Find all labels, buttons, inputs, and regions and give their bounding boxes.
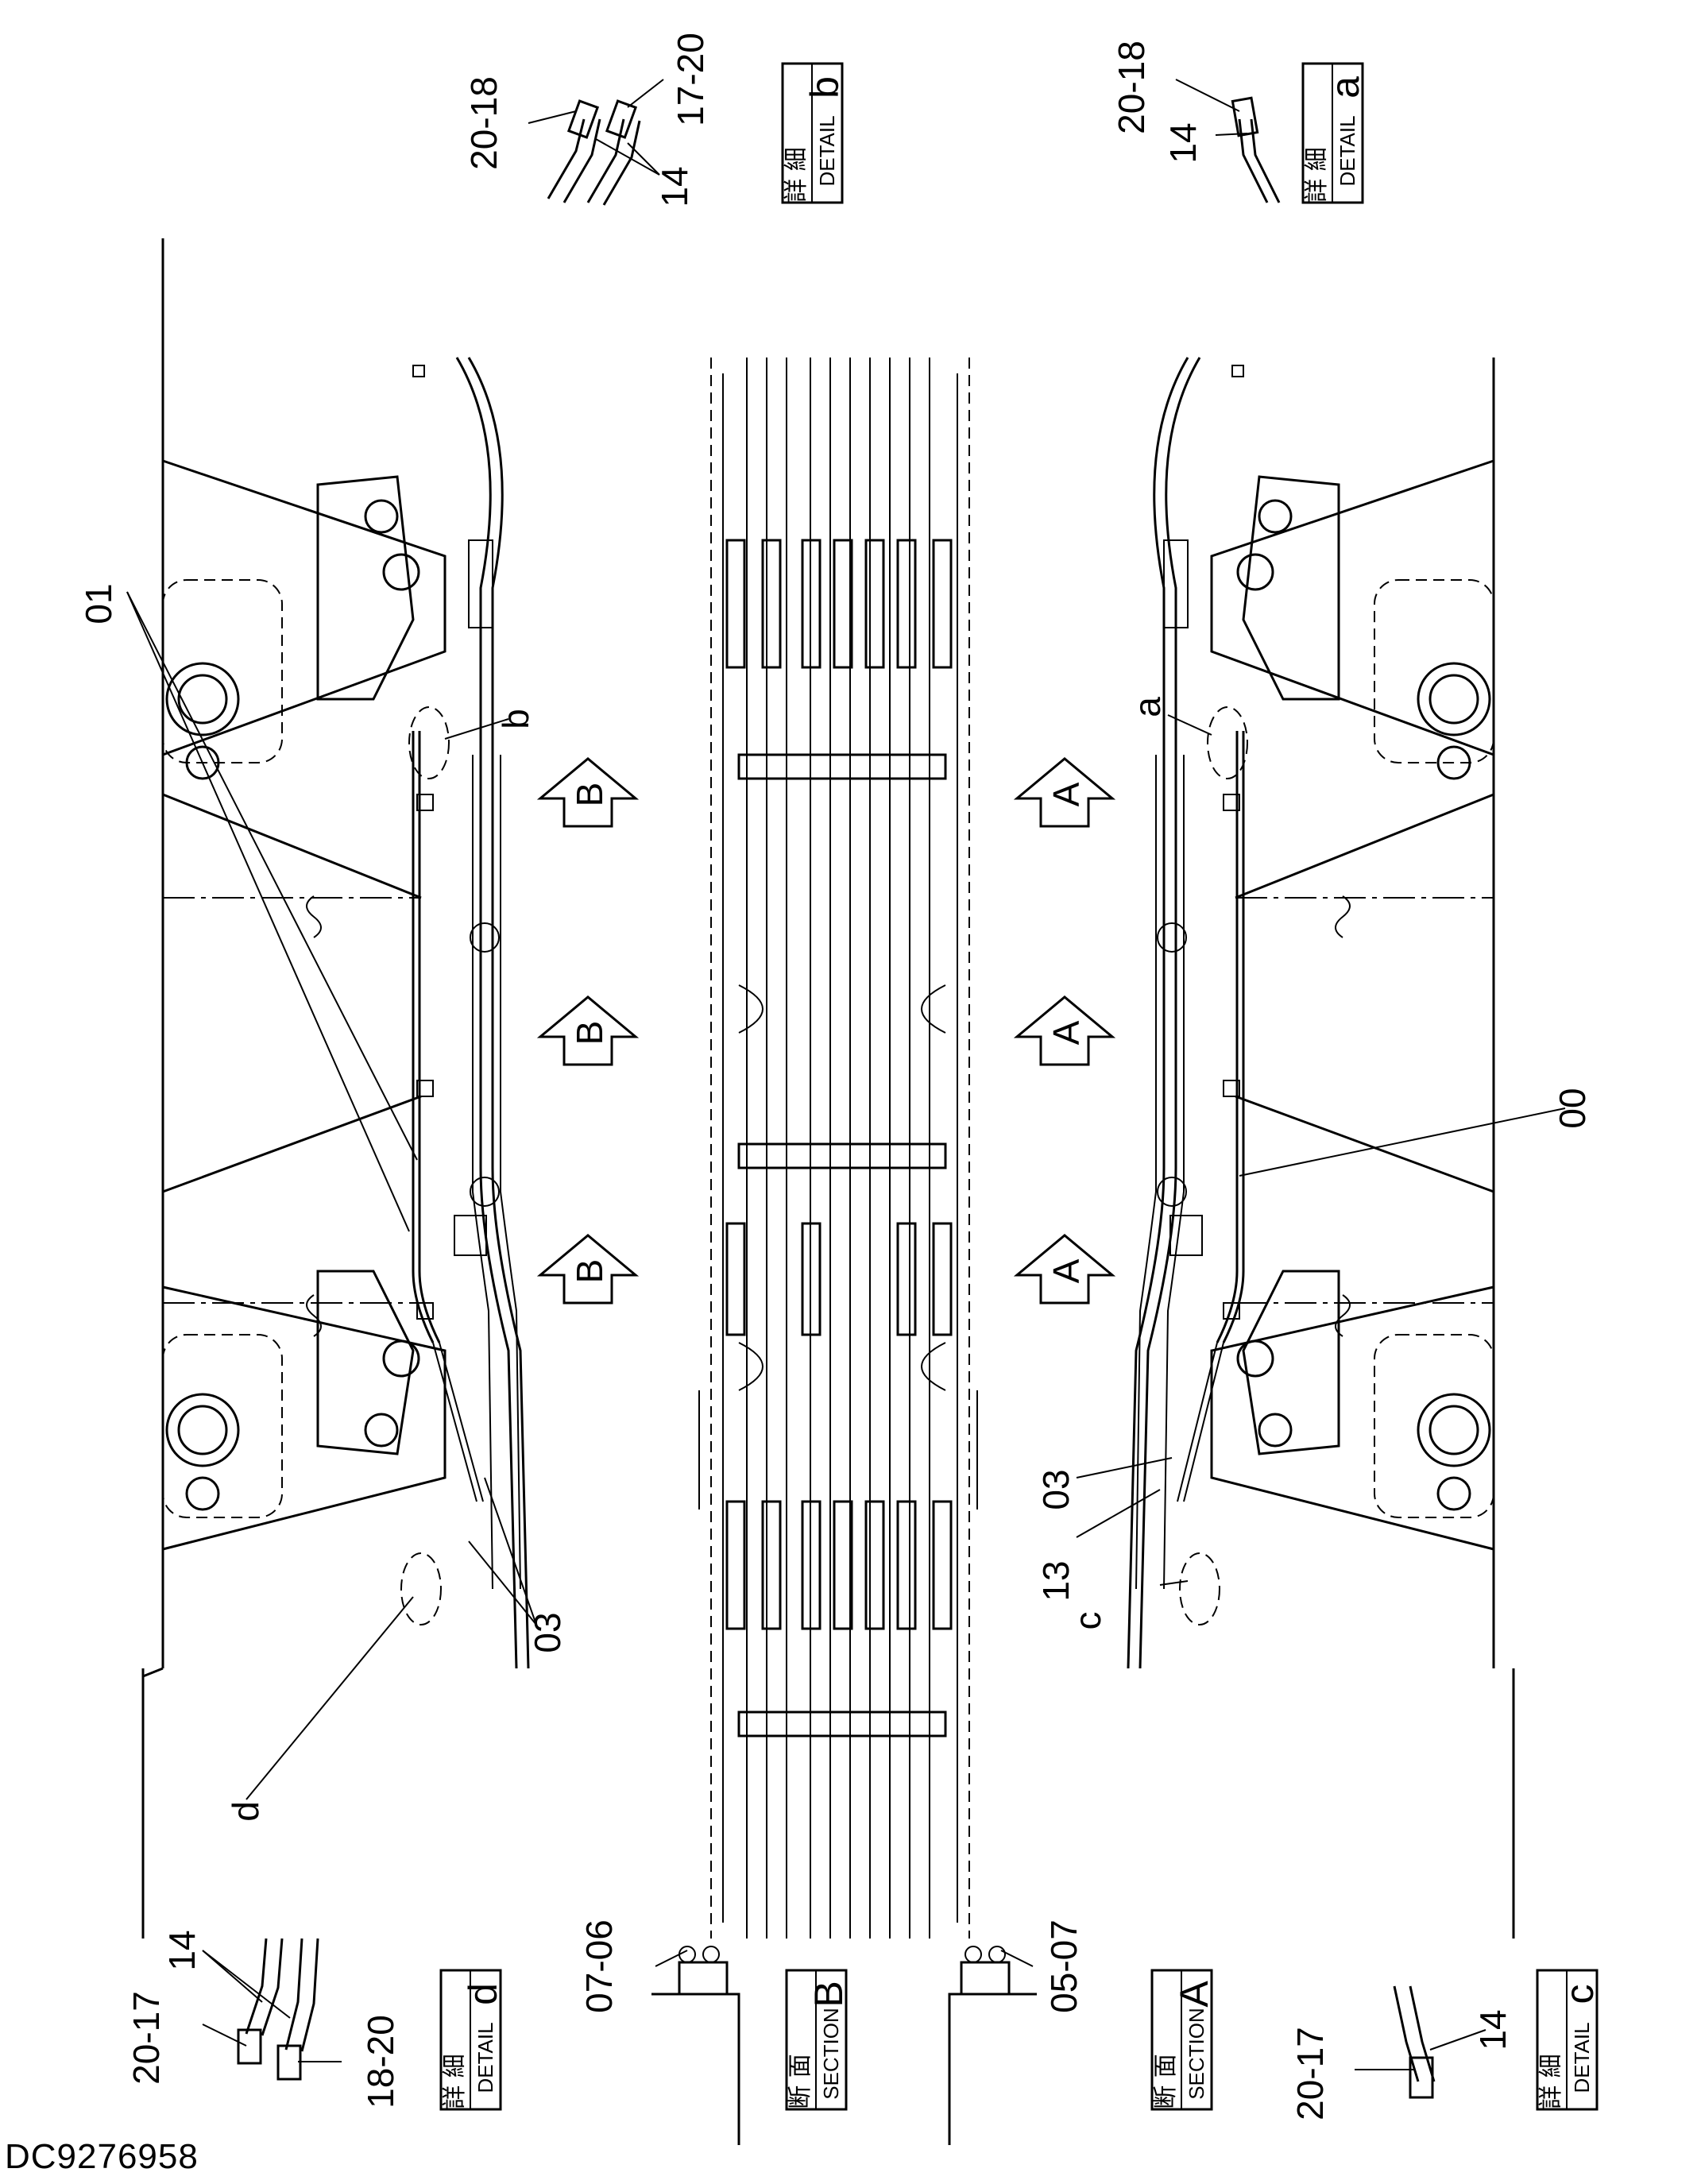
label-a: a bbox=[1127, 697, 1168, 717]
right-steel-pipes bbox=[1177, 731, 1245, 1502]
arrow-b-1: B bbox=[569, 783, 610, 807]
detail-c-range: 20-17 bbox=[1289, 2027, 1331, 2120]
leader-lines bbox=[126, 591, 1566, 1800]
detail-c-en: DETAIL bbox=[1570, 2022, 1594, 2093]
label-03-left: 03 bbox=[527, 1612, 568, 1652]
section-a-jp: 断 面 bbox=[1152, 2054, 1180, 2109]
detail-b-letter: b bbox=[802, 76, 847, 99]
section-b-range: 07-06 bbox=[578, 1919, 620, 2013]
section-b-letter: B bbox=[806, 1981, 851, 2007]
detail-b-en: DETAIL bbox=[815, 115, 839, 186]
arrow-a-2: A bbox=[1046, 1020, 1087, 1045]
detail-d-14: 14 bbox=[161, 1930, 203, 1970]
right-top-boss bbox=[1236, 475, 1494, 780]
label-00: 00 bbox=[1552, 1088, 1593, 1128]
right-bottom-boss bbox=[1236, 1270, 1494, 1518]
left-hoses bbox=[454, 357, 530, 1669]
detail-d-en: DETAIL bbox=[474, 2022, 497, 2093]
right-boom-frame bbox=[1127, 357, 1515, 1939]
center-hose-bundle bbox=[698, 358, 978, 1939]
section-arrows-b bbox=[536, 757, 640, 1305]
label-b: b bbox=[495, 709, 536, 729]
label-d: d bbox=[225, 1801, 266, 1822]
detail-a: 20-18 14 詳 細 DETAIL a bbox=[1111, 41, 1367, 204]
section-a-letter: A bbox=[1172, 1981, 1216, 2008]
detail-a-14: 14 bbox=[1162, 122, 1204, 163]
label-03-right: 03 bbox=[1035, 1469, 1077, 1509]
arrow-a-3: A bbox=[1046, 1258, 1087, 1283]
arrow-b-3: B bbox=[569, 1259, 610, 1284]
detail-c-jp: 詳 細 bbox=[1537, 2054, 1565, 2109]
detail-b-range-left: 20-18 bbox=[463, 76, 505, 170]
detail-a-letter: a bbox=[1323, 76, 1367, 99]
arrow-a-1: A bbox=[1046, 782, 1087, 806]
detail-d: 14 20-17 18-20 詳 細 DETAIL d bbox=[126, 1930, 505, 2111]
drawing-code: DC9276958 bbox=[5, 2137, 199, 2176]
section-a-en: SECTION bbox=[1185, 2008, 1208, 2100]
left-steel-pipes bbox=[412, 731, 484, 1502]
fitting-row-top bbox=[725, 539, 953, 669]
section-b: 07-06 断 面 SECTION B bbox=[578, 1919, 851, 2145]
detail-b-jp: 詳 細 bbox=[783, 147, 810, 203]
detail-a-range: 20-18 bbox=[1111, 41, 1152, 134]
fitting-row-mid bbox=[725, 1222, 953, 1336]
detail-c-letter: c bbox=[1557, 1985, 1602, 2004]
clamp-row-1 bbox=[737, 753, 947, 1738]
section-b-en: SECTION bbox=[819, 2008, 843, 2100]
detail-d-jp: 詳 細 bbox=[441, 2054, 469, 2109]
label-c: c bbox=[1067, 1612, 1108, 1630]
main-labels: 01 00 03 03 13 b a c d B B B A A A bbox=[78, 583, 1593, 1821]
label-01: 01 bbox=[78, 583, 119, 624]
section-arrows-a bbox=[1013, 757, 1116, 1305]
detail-b-14: 14 bbox=[654, 166, 695, 207]
detail-a-jp: 詳 細 bbox=[1303, 147, 1331, 203]
detail-c: 14 20-17 詳 細 DETAIL c bbox=[1289, 1969, 1602, 2120]
detail-b: 20-18 17-20 14 詳 細 DETAIL b bbox=[463, 33, 847, 207]
detail-b-range-right: 17-20 bbox=[670, 33, 711, 126]
detail-d-letter: d bbox=[461, 1983, 505, 2005]
detail-d-range-left: 20-17 bbox=[126, 1991, 167, 2085]
section-b-jp: 断 面 bbox=[787, 2054, 814, 2109]
left-top-boss bbox=[162, 475, 420, 780]
detail-c-14: 14 bbox=[1472, 2009, 1514, 2050]
label-13: 13 bbox=[1035, 1560, 1077, 1601]
fitting-row-bottom bbox=[725, 1500, 953, 1630]
arrow-b-2: B bbox=[569, 1021, 610, 1046]
detail-a-en: DETAIL bbox=[1336, 115, 1359, 186]
left-boom-frame bbox=[141, 238, 530, 1939]
left-bottom-boss bbox=[162, 1270, 420, 1518]
section-a-range: 05-07 bbox=[1043, 1919, 1084, 2013]
section-a: 05-07 断 面 SECTION A bbox=[948, 1919, 1216, 2145]
detail-d-range-right: 18-20 bbox=[360, 2015, 401, 2109]
